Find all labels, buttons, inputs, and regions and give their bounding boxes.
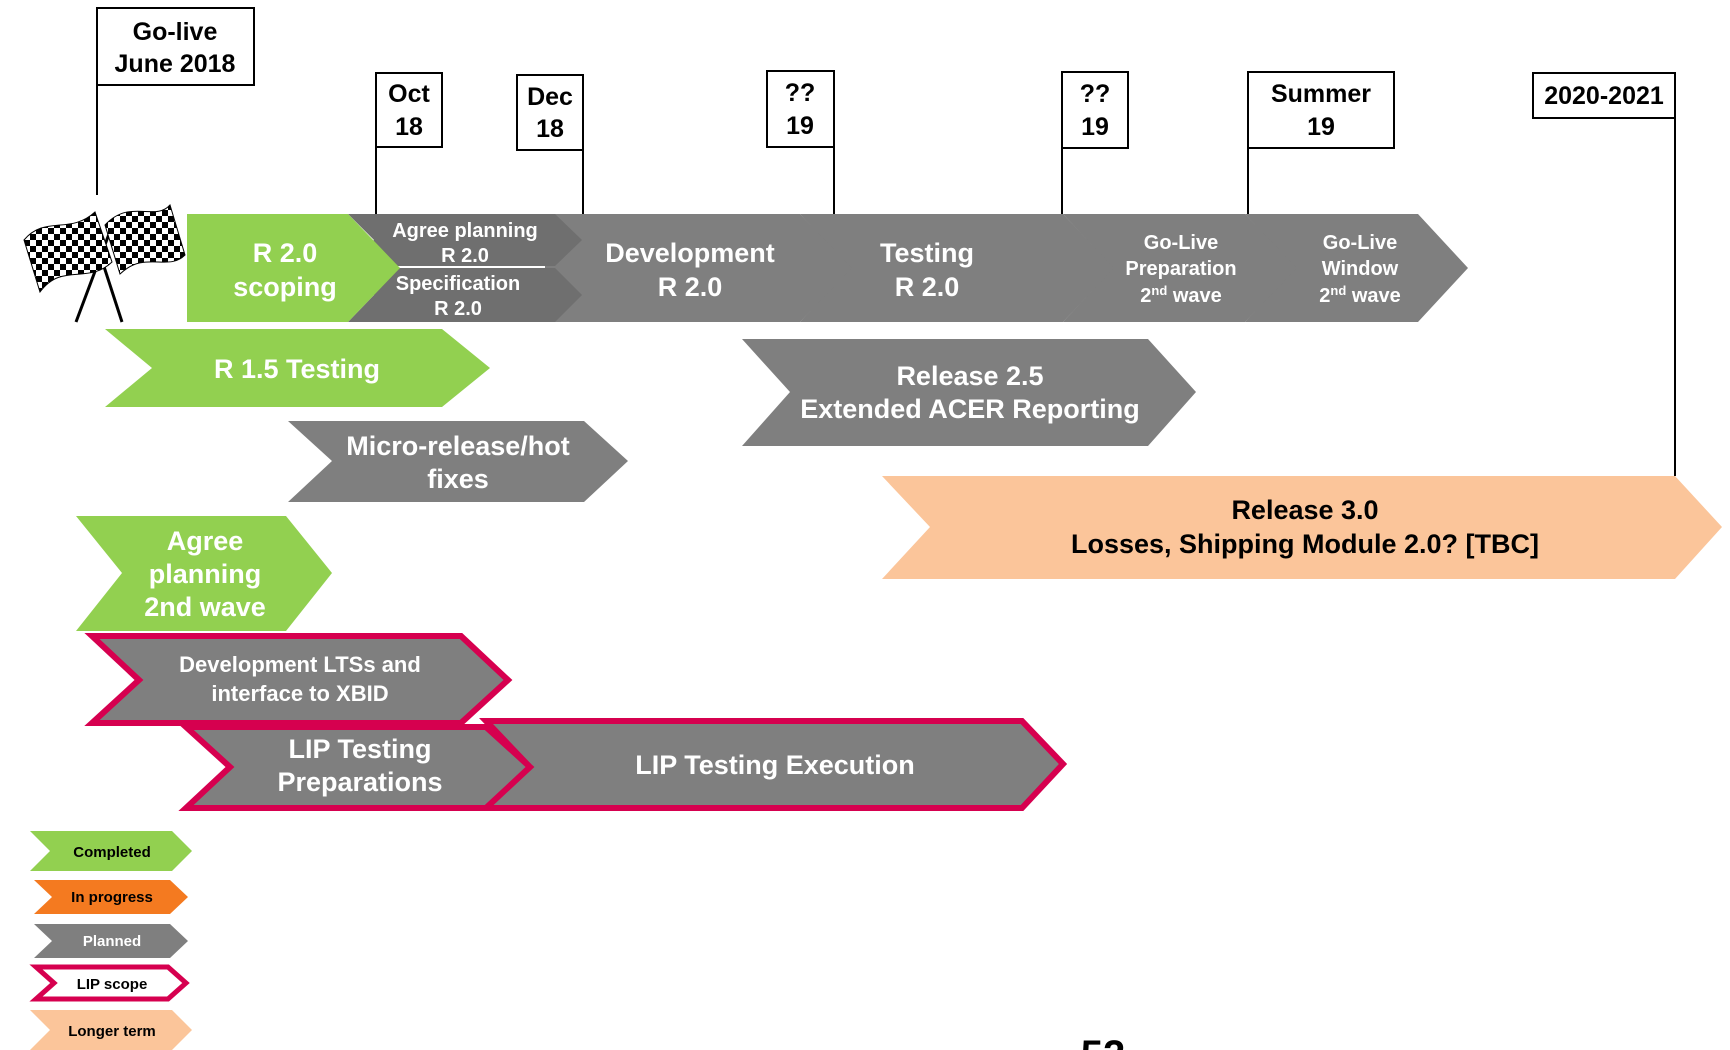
release25-line1: Release 2.5 — [896, 361, 1043, 391]
golive-prep-line2: Preparation — [1125, 258, 1236, 280]
milestone-summer-line1: Summer — [1271, 80, 1371, 108]
development-line1: Development — [605, 238, 775, 268]
micro-line1: Micro-release/hot — [346, 431, 570, 461]
legend-longer-term-label: Longer term — [68, 1023, 156, 1040]
phase-golive-preparation: Go-Live Preparation 2nd wave — [1063, 214, 1297, 322]
legend-planned-label: Planned — [83, 933, 141, 950]
milestone-2020-2021: 2020-2021 — [1532, 72, 1676, 476]
r20-scoping-line1: R 2.0 — [253, 238, 318, 268]
testing-line2: R 2.0 — [895, 272, 960, 302]
dev-lts-line1: Development LTSs and — [179, 652, 421, 677]
phase-lip-testing-execution: LIP Testing Execution — [478, 718, 1068, 811]
agree-planning-line2: R 2.0 — [441, 245, 489, 267]
milestone-dec-line2: 18 — [536, 115, 564, 143]
phase-r20-scoping: R 2.0 scoping — [187, 214, 400, 322]
micro-line2: fixes — [427, 464, 489, 494]
page-number: 52 — [1081, 1033, 1126, 1050]
milestone-oct-line1: Oct — [388, 80, 430, 108]
agree-2nd-line1: Agree — [167, 526, 244, 556]
r15-testing-label: R 1.5 Testing — [214, 354, 380, 384]
checkered-flags-icon — [23, 203, 186, 323]
agree-planning-line1: Agree planning — [392, 220, 538, 242]
testing-line1: Testing — [880, 238, 974, 268]
golive-window-line1: Go-Live — [1323, 232, 1397, 254]
golive-window-line3: 2nd wave — [1319, 283, 1401, 308]
phase-r15-testing: R 1.5 Testing — [105, 329, 490, 407]
milestone-golive: Go-live June 2018 — [96, 7, 255, 195]
phase-development-r20: Development R 2.0 — [545, 214, 852, 322]
milestone-q2-line1: ?? — [1080, 80, 1111, 108]
legend-longer-term: Longer term — [30, 1010, 192, 1050]
phase-golive-window: Go-Live Window 2nd wave — [1245, 214, 1468, 322]
phase-micro-release: Micro-release/hot fixes — [288, 421, 628, 502]
legend-in-progress: In progress — [34, 880, 188, 914]
milestone-golive-line2: June 2018 — [115, 50, 236, 78]
agree-2nd-line2: planning — [149, 559, 261, 589]
legend-planned: Planned — [34, 924, 188, 958]
release25-line2: Extended ACER Reporting — [800, 394, 1140, 424]
release30-line1: Release 3.0 — [1231, 495, 1378, 525]
milestone-dec-line1: Dec — [527, 83, 573, 111]
phase-development-lts: Development LTSs and interface to XBID — [84, 633, 513, 726]
milestone-oct-18: Oct 18 — [375, 72, 443, 215]
milestone-summer-19: Summer 19 — [1247, 71, 1395, 215]
milestone-summer-line2: 19 — [1307, 113, 1335, 141]
milestone-longterm-line1: 2020-2021 — [1544, 82, 1664, 110]
phase-release-25: Release 2.5 Extended ACER Reporting — [742, 339, 1196, 446]
legend-lip-scope-label: LIP scope — [77, 976, 148, 993]
milestone-golive-line1: Go-live — [133, 18, 218, 46]
legend-lip-scope: LIP scope — [29, 964, 190, 1002]
milestone-q1-line1: ?? — [785, 79, 816, 107]
release30-line2: Losses, Shipping Module 2.0? [TBC] — [1071, 529, 1539, 559]
lip-prep-line1: LIP Testing — [288, 734, 431, 764]
phase-release-30: Release 3.0 Losses, Shipping Module 2.0?… — [882, 476, 1722, 579]
phase-specification-r20: Specification R 2.0 — [348, 268, 582, 322]
legend-completed-label: Completed — [73, 844, 151, 861]
milestone-q2-line2: 19 — [1081, 113, 1109, 141]
golive-window-line2: Window — [1322, 258, 1399, 280]
legend-in-progress-label: In progress — [71, 889, 153, 906]
milestone-oct-line2: 18 — [395, 113, 423, 141]
golive-prep-line3: 2nd wave — [1140, 283, 1222, 308]
r20-scoping-line2: scoping — [233, 272, 337, 302]
legend-completed: Completed — [30, 831, 192, 871]
milestone-q1-19: ?? 19 — [766, 70, 835, 215]
agree-2nd-line3: 2nd wave — [144, 592, 266, 622]
golive-prep-line1: Go-Live — [1144, 232, 1218, 254]
development-line2: R 2.0 — [658, 272, 723, 302]
phase-lip-testing-preparations: LIP Testing Preparations — [178, 724, 535, 811]
phase-testing-r20: Testing R 2.0 — [800, 214, 1114, 322]
milestone-dec-18: Dec 18 — [516, 74, 584, 215]
lip-exec-label: LIP Testing Execution — [635, 750, 915, 780]
lip-prep-line2: Preparations — [277, 767, 442, 797]
legend: Completed In progress Planned LIP scope … — [29, 831, 192, 1050]
milestone-q2-19: ?? 19 — [1061, 71, 1129, 215]
phase-agree-planning-2nd-wave: Agree planning 2nd wave — [76, 516, 332, 631]
dev-lts-line2: interface to XBID — [211, 681, 388, 706]
specification-line1: Specification — [396, 273, 520, 295]
phase-agree-planning-r20: Agree planning R 2.0 — [348, 214, 582, 267]
specification-line2: R 2.0 — [434, 298, 482, 320]
milestone-q1-line2: 19 — [786, 112, 814, 140]
